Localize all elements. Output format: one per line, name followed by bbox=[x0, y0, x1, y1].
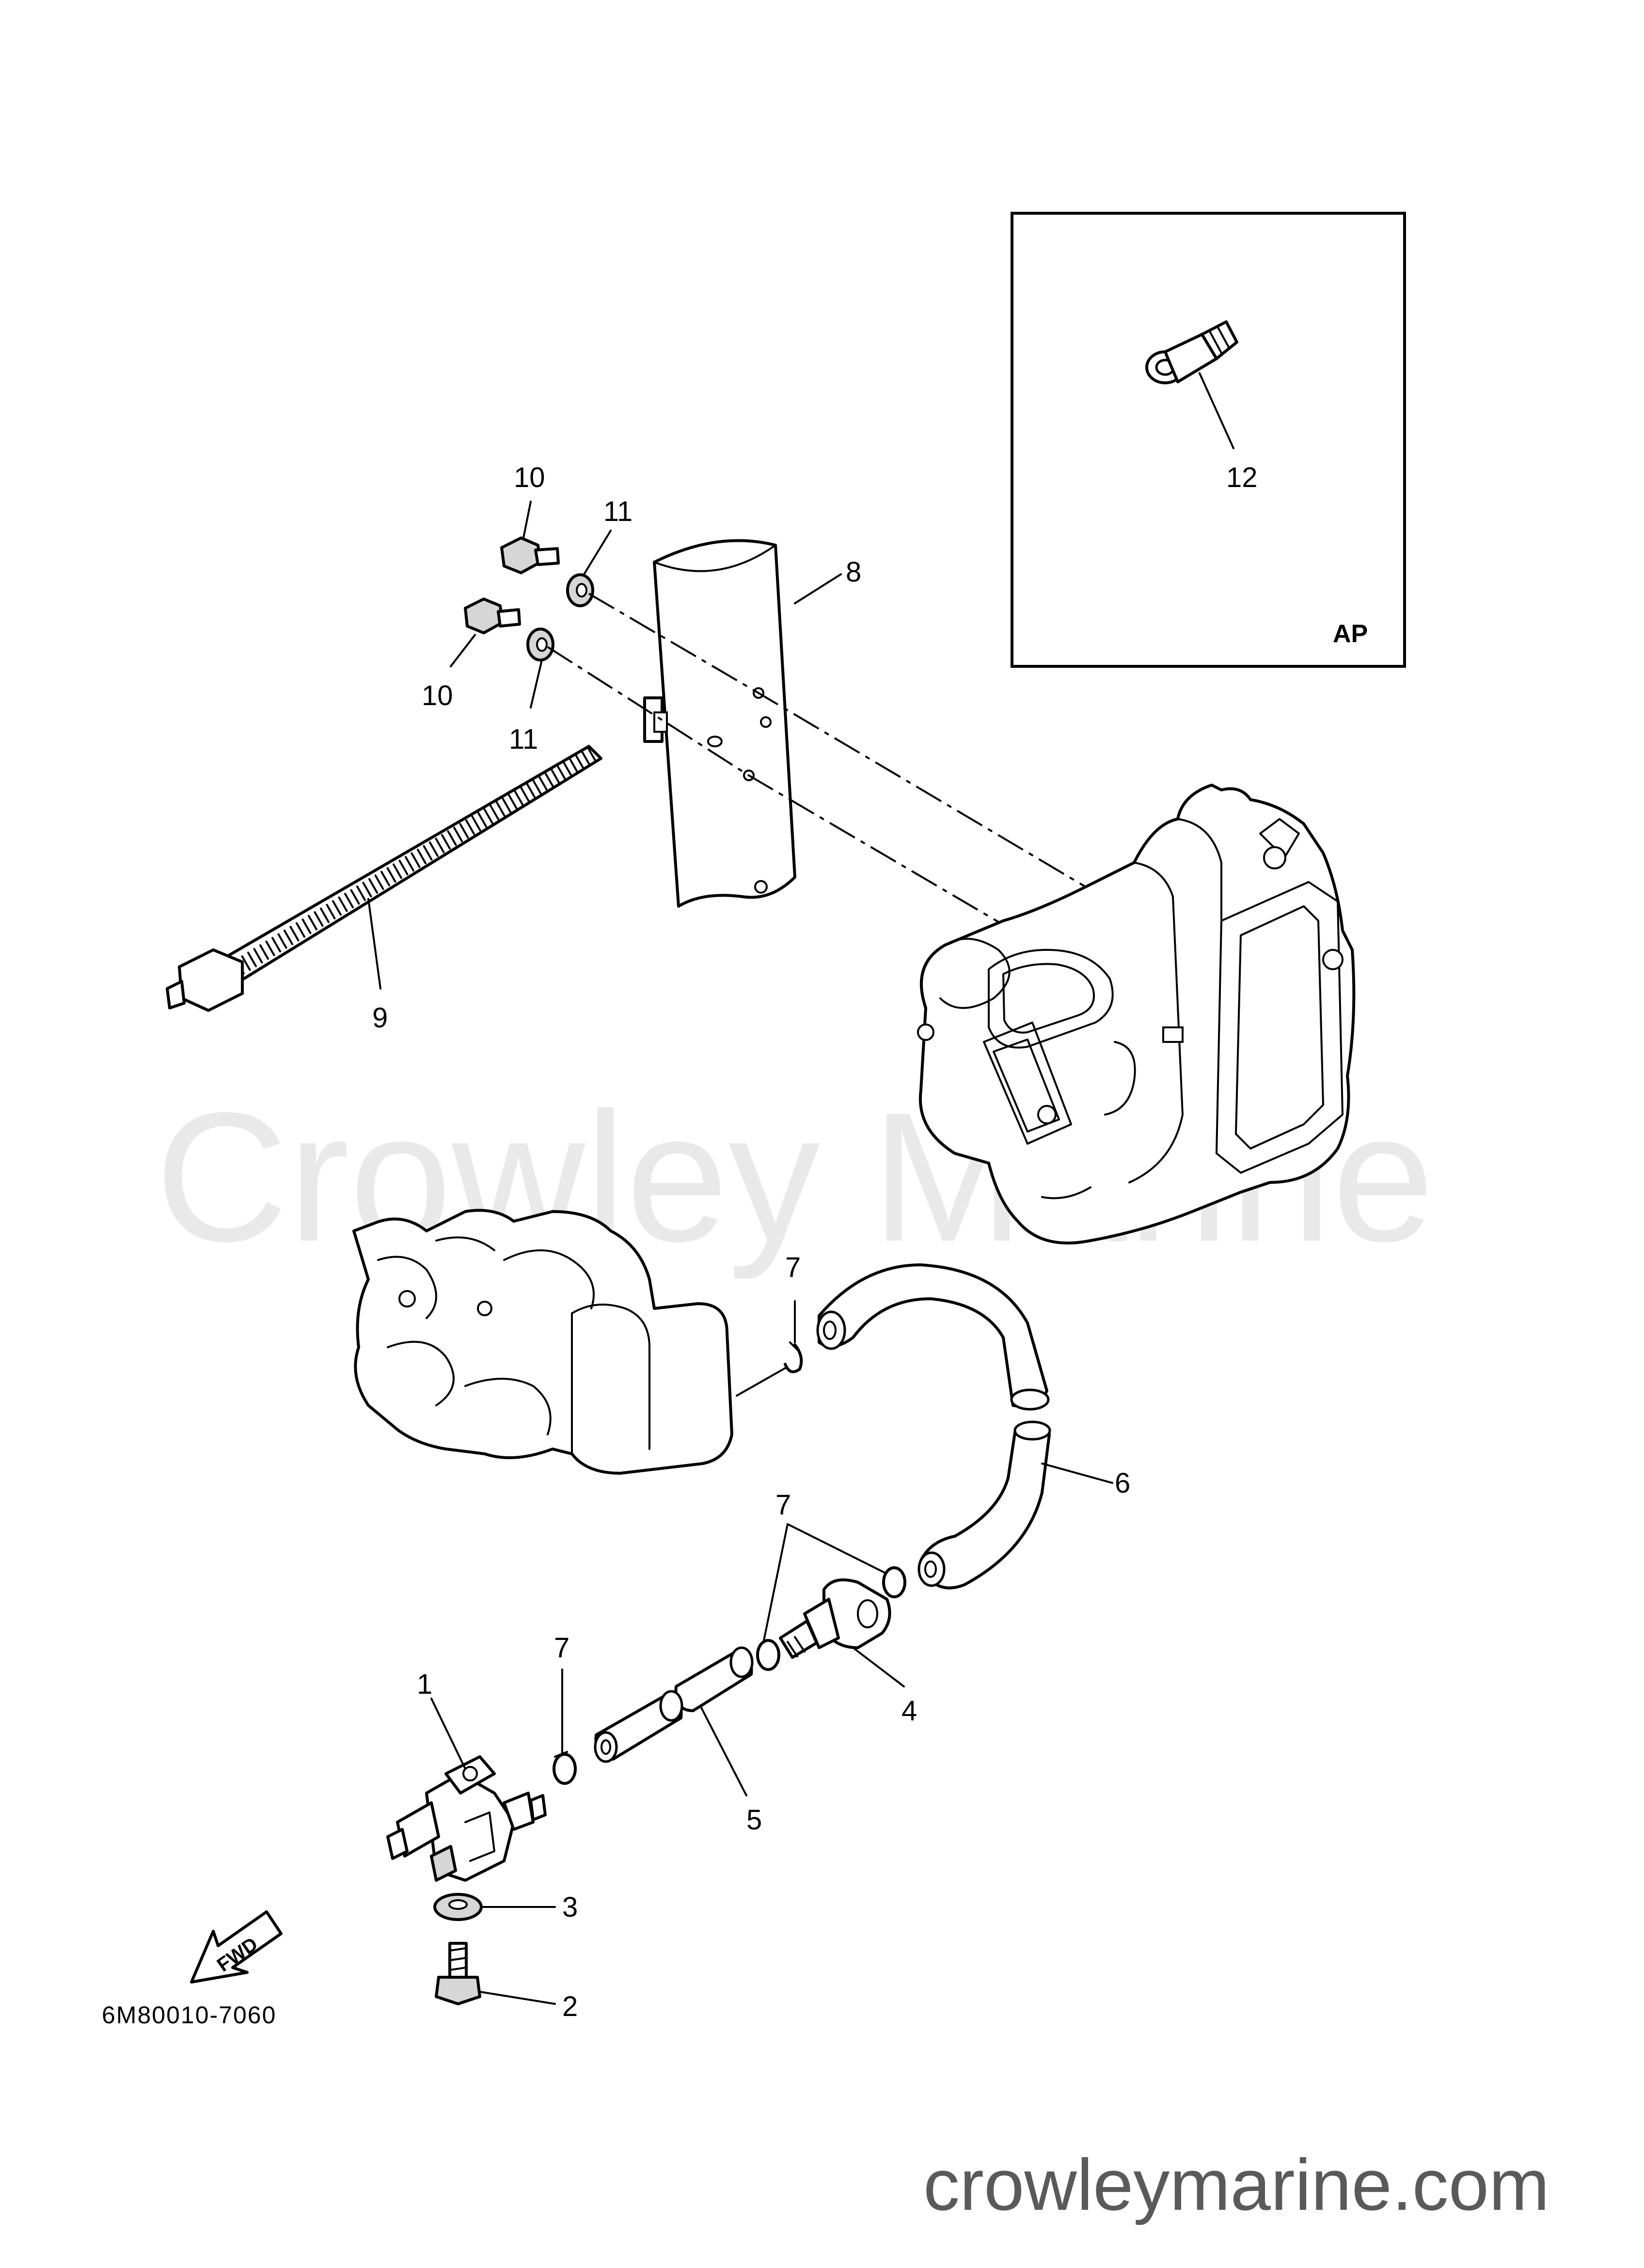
diagram-code: 6M80010-7060 bbox=[102, 2001, 276, 2029]
callout-12: 12 bbox=[1226, 462, 1258, 493]
inset-box-ap: 12 AP bbox=[1011, 212, 1406, 668]
part-3-washer[interactable] bbox=[433, 1893, 483, 1921]
part-7-clip-middle[interactable] bbox=[756, 1566, 906, 1671]
site-text: crowleymarine.com bbox=[923, 2144, 1549, 2225]
part-7-clip-lower[interactable] bbox=[553, 1751, 577, 1785]
callout-7-lower: 7 bbox=[554, 1632, 569, 1664]
callout-2: 2 bbox=[562, 1991, 578, 2022]
callout-11-lower: 11 bbox=[509, 724, 538, 755]
callout-5: 5 bbox=[746, 1804, 762, 1836]
callout-10-lower: 10 bbox=[422, 680, 453, 711]
part-11-washer-lower[interactable] bbox=[526, 628, 554, 662]
callout-10-upper: 10 bbox=[514, 462, 545, 493]
part-7-clip-upper[interactable] bbox=[784, 1341, 803, 1373]
callout-9: 9 bbox=[372, 1002, 388, 1034]
part-11-washer-upper[interactable] bbox=[566, 573, 594, 607]
part-1-valve[interactable] bbox=[386, 1755, 547, 1882]
part-6-hose-lower[interactable] bbox=[917, 1420, 1051, 1590]
part-2-screw[interactable] bbox=[435, 1942, 481, 2005]
part-12-fitting[interactable] bbox=[1145, 320, 1238, 384]
part-4-fitting[interactable] bbox=[779, 1578, 891, 1659]
callout-1: 1 bbox=[417, 1669, 432, 1700]
part-8-cover[interactable] bbox=[643, 539, 796, 908]
part-10-bolt-upper[interactable] bbox=[500, 536, 560, 574]
fwd-arrow-icon: FWD bbox=[190, 1910, 283, 1984]
inset-label: AP bbox=[1333, 620, 1368, 648]
engine-block-lower bbox=[352, 1209, 733, 1475]
callout-11-upper: 11 bbox=[603, 496, 632, 527]
part-9-cable-tie[interactable] bbox=[166, 745, 602, 1012]
part-5-hose-right[interactable] bbox=[674, 1646, 754, 1712]
part-6-hose-upper[interactable] bbox=[816, 1263, 1050, 1411]
callout-6: 6 bbox=[1115, 1467, 1130, 1499]
part-10-bolt-lower[interactable] bbox=[464, 598, 521, 634]
part-5-hose-left[interactable] bbox=[594, 1690, 683, 1763]
callout-4: 4 bbox=[901, 1695, 917, 1727]
callout-8: 8 bbox=[846, 556, 861, 588]
callout-7-upper: 7 bbox=[785, 1252, 801, 1283]
callout-3: 3 bbox=[562, 1891, 578, 1923]
callout-7-middle: 7 bbox=[775, 1489, 791, 1521]
engine-block-upper bbox=[917, 784, 1356, 1244]
